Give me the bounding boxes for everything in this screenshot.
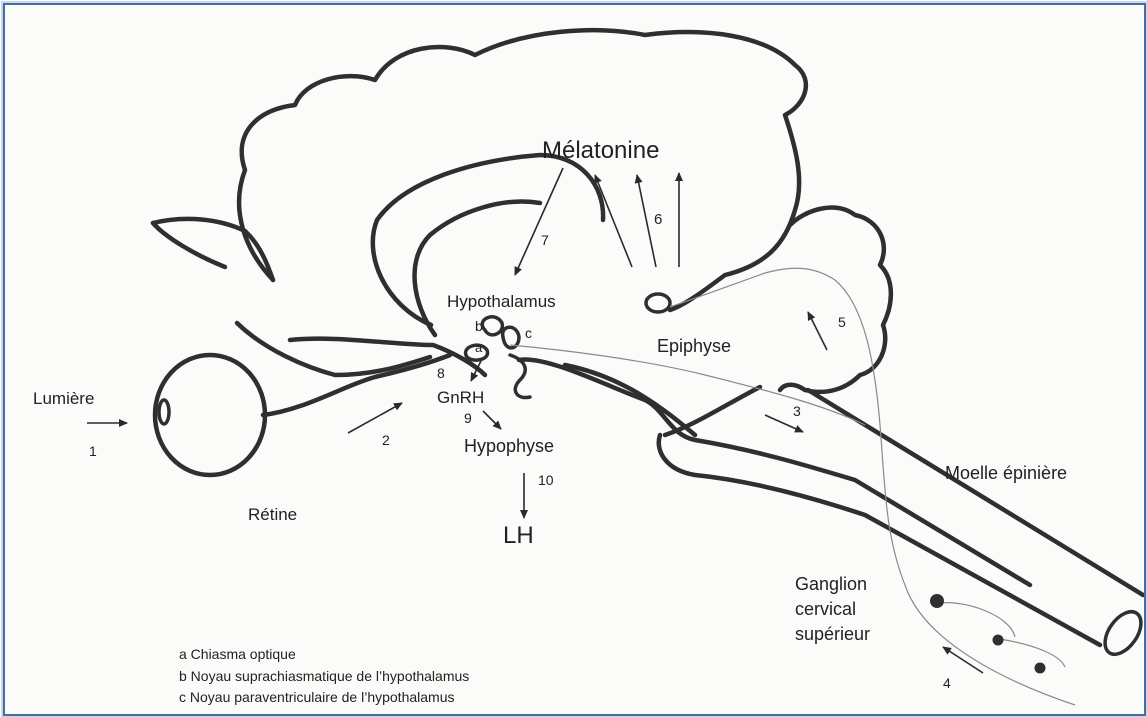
step-6: 6 (654, 211, 662, 228)
label-ganglion-3: supérieur (795, 624, 870, 644)
frontal-fold (153, 219, 273, 280)
step-1: 1 (89, 443, 97, 459)
ganglion-node-2 (993, 635, 1004, 646)
pineal-gland (646, 294, 670, 312)
legend-c: c Noyau paraventriculaire de l’hypothala… (179, 689, 454, 705)
legend-a: a Chiasma optique (179, 646, 296, 662)
label-lh: LH (503, 522, 534, 549)
ganglion-node-3 (1035, 663, 1046, 674)
nerve-branch (510, 345, 865, 425)
spinal-cord-upper (808, 390, 1143, 595)
label-epiphyse: Epiphyse (657, 336, 731, 356)
step-10: 10 (538, 472, 554, 488)
label-hypothalamus: Hypothalamus (447, 292, 556, 311)
corpus-callosum-inner (415, 202, 540, 335)
arrow-4 (943, 647, 983, 673)
cerebrum-outline (239, 30, 806, 310)
label-gnrh: GnRH (437, 388, 484, 407)
legend-b: b Noyau suprachiasmatique de l’hypothala… (179, 668, 469, 684)
eye-pupil (159, 400, 169, 424)
step-9: 9 (464, 410, 472, 426)
arrow-6a (595, 175, 632, 267)
step-5: 5 (838, 314, 846, 330)
label-retine: Rétine (248, 505, 297, 524)
label-melatonine: Mélatonine (542, 137, 659, 164)
frontal-tip (153, 223, 225, 267)
ganglion-node-1 (930, 594, 944, 608)
label-c: c (525, 325, 532, 341)
label-hypophyse: Hypophyse (464, 436, 554, 456)
step-2: 2 (382, 432, 390, 448)
hypothalamus-nuclei (482, 317, 502, 335)
arrow-7 (515, 168, 563, 275)
label-moelle: Moelle épinière (945, 463, 1067, 483)
step-4: 4 (943, 675, 951, 691)
diagram-frame: Mélatonine Hypothalamus Epiphyse Lumière… (3, 3, 1146, 716)
spinal-cord-end (1098, 605, 1144, 660)
label-b: b (475, 318, 483, 334)
step-7: 7 (541, 232, 549, 248)
cerebellum-outline (780, 208, 891, 392)
label-ganglion-1: Ganglion (795, 574, 867, 594)
ganglion-branch-1 (940, 603, 1015, 637)
ganglion-branch-2 (1000, 639, 1065, 667)
nerve-pathway (670, 268, 1075, 705)
step-8: 8 (437, 365, 445, 381)
step-3: 3 (793, 403, 801, 419)
arrow-9 (483, 411, 501, 429)
label-lumiere: Lumière (33, 389, 94, 408)
brainstem-lower (665, 387, 760, 435)
label-ganglion-2: cervical (795, 599, 856, 619)
label-a: a (475, 340, 483, 355)
eye (155, 355, 265, 475)
arrow-2 (348, 403, 402, 433)
brain-diagram: Mélatonine Hypothalamus Epiphyse Lumière… (5, 5, 1144, 714)
optic-path (237, 323, 430, 375)
arrow-5 (808, 312, 827, 350)
optic-nerve-lower (263, 355, 450, 415)
